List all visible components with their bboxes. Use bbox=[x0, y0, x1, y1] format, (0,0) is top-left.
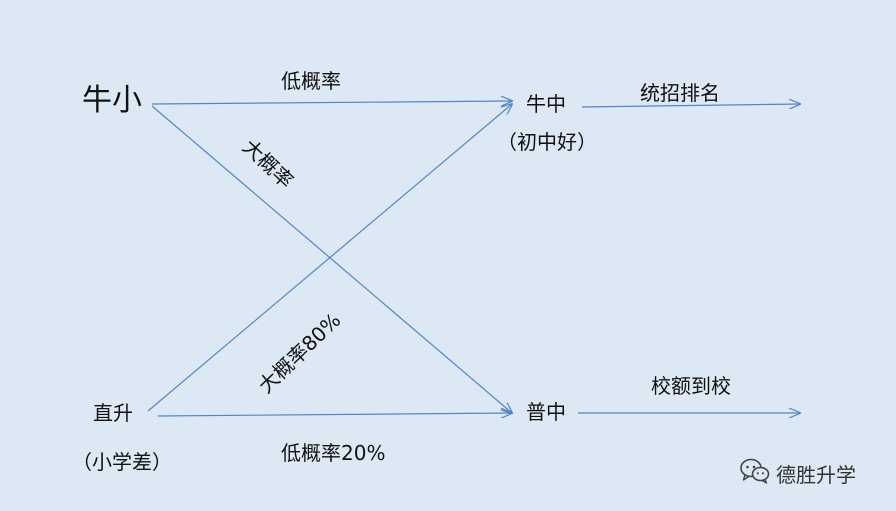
watermark: 德胜升学 bbox=[740, 458, 856, 488]
node-bottom-left-note: （小学差） bbox=[72, 450, 172, 474]
node-bottom-left: 直升 bbox=[93, 401, 133, 425]
watermark-text: 德胜升学 bbox=[776, 462, 856, 487]
node-top-middle-note: （初中好） bbox=[497, 130, 597, 154]
edge-label-top-out: 统招排名 bbox=[640, 81, 720, 105]
edge-label-bottom-out: 校额到校 bbox=[651, 374, 731, 398]
arrow-bottom-straight bbox=[157, 413, 512, 416]
arrow-top-straight bbox=[151, 101, 512, 104]
wechat-icon bbox=[740, 458, 770, 488]
arrow-top-to-bottom bbox=[151, 105, 512, 413]
node-bottom-middle: 普中 bbox=[526, 400, 566, 424]
node-top-middle: 牛中 bbox=[526, 92, 566, 116]
edge-label-bottom-straight: 低概率20% bbox=[281, 441, 386, 465]
arrow-top-out bbox=[581, 104, 800, 107]
node-top-left: 牛小 bbox=[82, 83, 142, 118]
edge-label-top-straight: 低概率 bbox=[281, 69, 341, 93]
arrow-bottom-to-top bbox=[147, 104, 512, 412]
